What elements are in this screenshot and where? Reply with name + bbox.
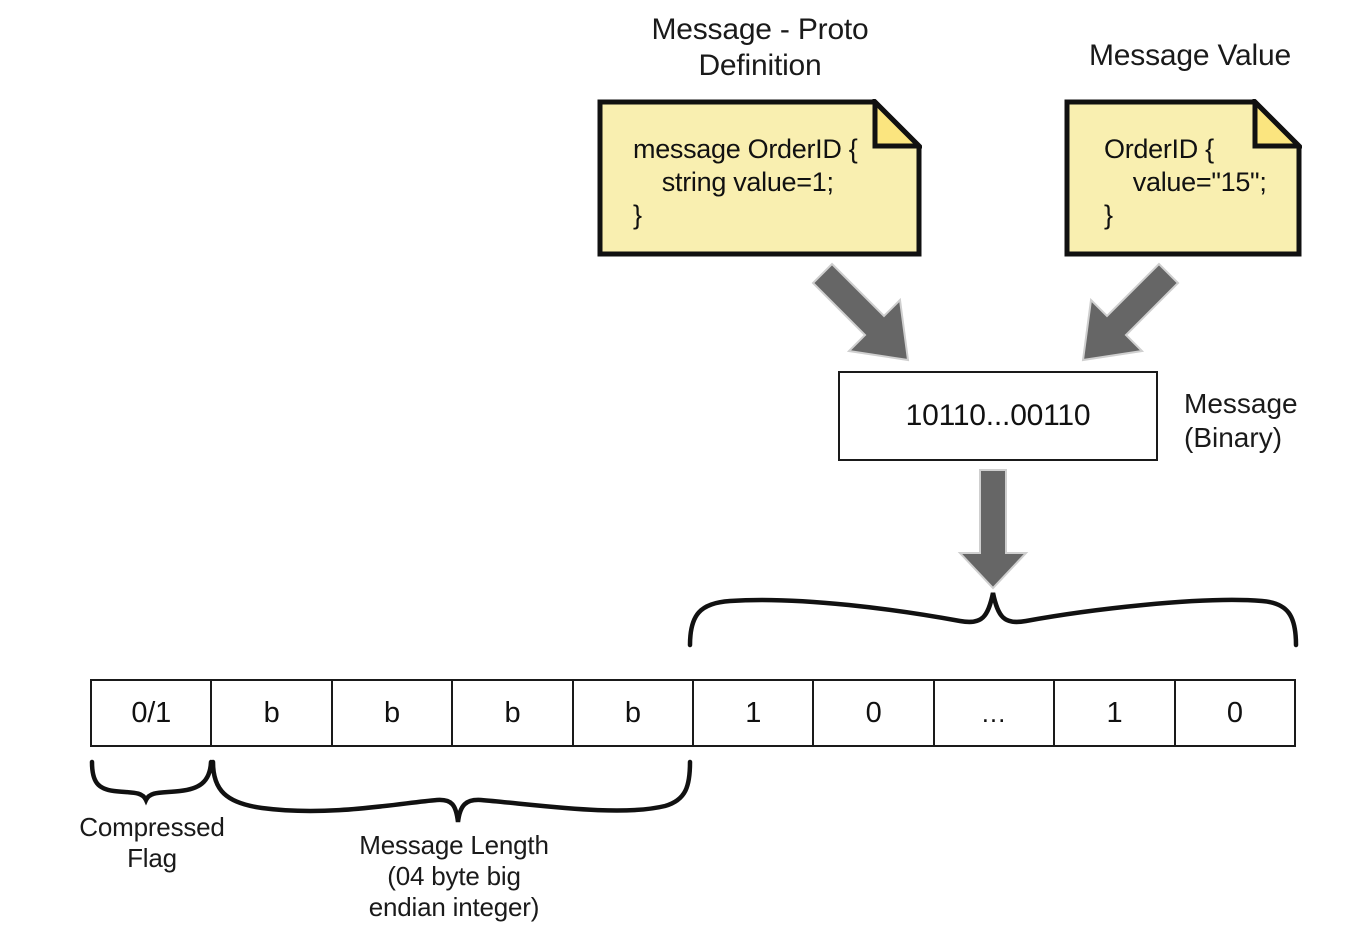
curly-brace-down-icon (210, 759, 693, 823)
frame-cell-0: 0/1 (92, 681, 213, 745)
curly-brace-up-icon (687, 592, 1299, 648)
arrow-down-icon (957, 469, 1029, 590)
frame-cell-4: b (574, 681, 695, 745)
proto-definition-note: message OrderID { string value=1; } (597, 99, 922, 257)
compressed-flag-caption: Compressed Flag (79, 812, 225, 873)
binary-message-label: Message (Binary) (1184, 388, 1298, 453)
frame-cell-2: b (333, 681, 454, 745)
frame-cell-9: 0 (1226, 696, 1243, 729)
arrow-diagonal-down-left-icon (1081, 262, 1180, 362)
frame-cell-6: 0 (814, 681, 935, 745)
message-length-caption: Message Length (04 byte big endian integ… (359, 830, 549, 922)
binary-message-box: 10110...00110 (838, 371, 1158, 461)
note-shape-value (1064, 99, 1302, 257)
frame-cell-5: 1 (694, 681, 815, 745)
arrow-diagonal-down-right-icon (811, 262, 910, 362)
frame-cell-7: ... (935, 681, 1056, 745)
message-value-note: OrderID { value="15"; } (1064, 99, 1302, 257)
proto-definition-title: Message - Proto Definition (651, 13, 869, 82)
note-shape-proto (597, 99, 922, 257)
frame-cell-1: b (212, 681, 333, 745)
frame-table: 0/1 b b b b 1 0 ... 1 0 (90, 679, 1296, 747)
frame-cell-8: 1 (1055, 681, 1176, 745)
message-value-title: Message Value (1089, 39, 1291, 72)
page-fold-icon (1252, 99, 1302, 149)
binary-message-text: 10110...00110 (905, 399, 1091, 432)
proto-definition-note-text: message OrderID { string value=1; } (633, 134, 858, 230)
curly-brace-down-icon (89, 759, 214, 806)
message-value-note-text: OrderID { value="15"; } (1104, 134, 1267, 230)
page-fold-icon (872, 99, 922, 149)
frame-cell-3: b (453, 681, 574, 745)
